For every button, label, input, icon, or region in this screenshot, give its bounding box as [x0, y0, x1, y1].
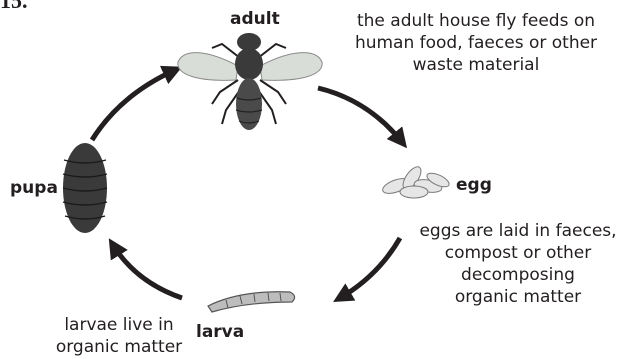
note-adult-line-2: human food, faeces or other — [326, 32, 626, 54]
stage-label-pupa: pupa — [10, 178, 58, 198]
eggs-illustration — [381, 164, 451, 198]
stage-label-adult: adult — [230, 9, 280, 29]
note-adult-line-1: the adult house fly feeds on — [326, 10, 626, 32]
pupa-illustration — [63, 143, 107, 233]
arrow-larva-to-pupa — [113, 245, 182, 298]
note-egg-line-4: organic matter — [398, 286, 638, 308]
note-egg-line-3: decomposing — [398, 264, 638, 286]
note-larva-line-1: larvae live in — [44, 314, 194, 336]
note-adult: the adult house fly feeds on human food,… — [326, 10, 626, 76]
note-egg-line-1: eggs are laid in faeces, — [398, 220, 638, 242]
note-larva: larvae live in organic matter — [44, 314, 194, 358]
stage-label-egg: egg — [456, 175, 492, 195]
fly-thorax — [235, 48, 263, 80]
arrow-egg-to-larva — [340, 238, 400, 298]
note-adult-line-3: waste material — [326, 54, 626, 76]
note-egg-line-2: compost or other — [398, 242, 638, 264]
fly-abdomen — [236, 78, 262, 130]
note-egg: eggs are laid in faeces, compost or othe… — [398, 220, 638, 308]
note-larva-line-2: organic matter — [44, 336, 194, 358]
larva-illustration — [208, 292, 295, 312]
arrow-adult-to-egg — [318, 88, 402, 142]
stage-label-larva: larva — [196, 322, 244, 342]
adult-fly-illustration — [178, 33, 322, 130]
arrow-pupa-to-adult — [92, 70, 175, 140]
fly-right-wing — [260, 53, 322, 81]
fly-left-wing — [178, 53, 238, 81]
